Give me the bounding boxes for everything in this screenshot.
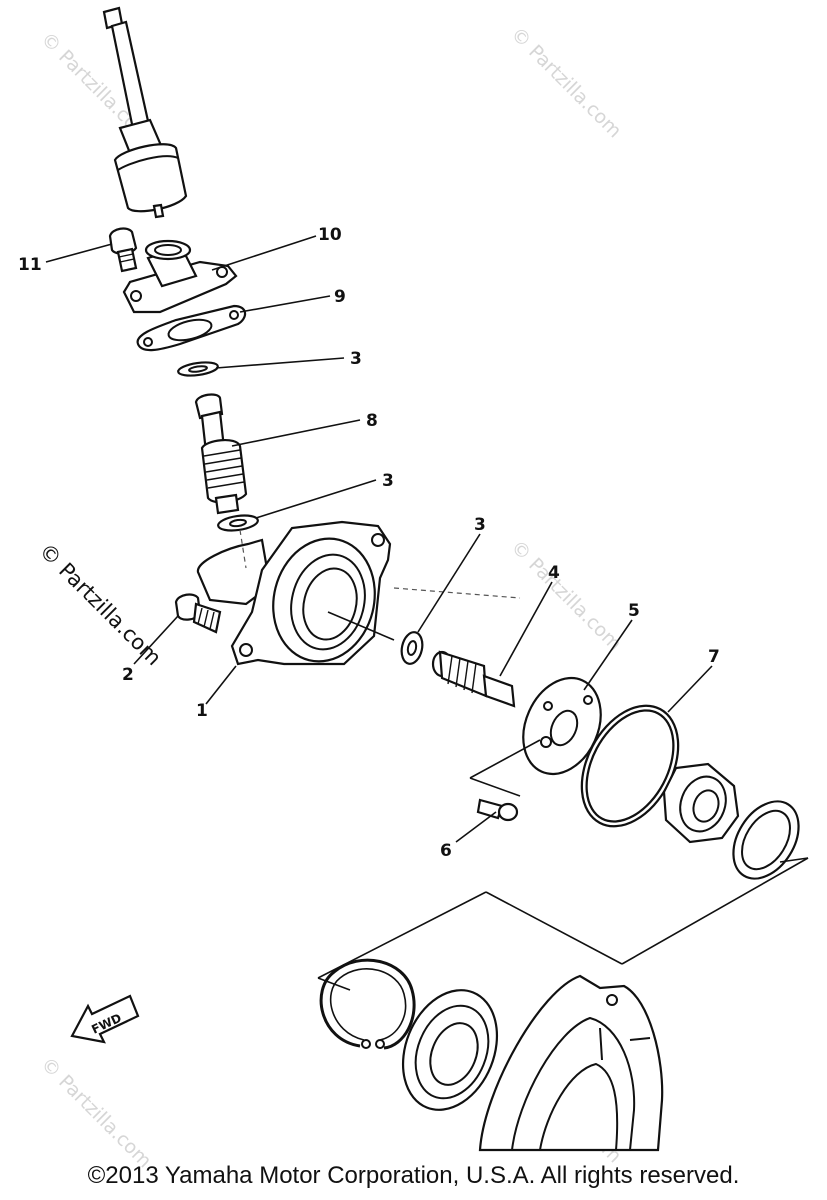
assembly-lines xyxy=(317,587,809,991)
leader-lines xyxy=(45,235,713,843)
callout-1: 1 xyxy=(196,701,208,721)
part-9-gasket xyxy=(136,304,247,352)
callout-2: 2 xyxy=(122,665,134,685)
callout-8: 8 xyxy=(366,411,378,431)
part-8-driven-gear xyxy=(194,393,248,515)
callout-3-middle: 3 xyxy=(382,471,394,491)
part-10-housing xyxy=(122,239,238,314)
fwd-arrow: FWD xyxy=(70,994,140,1044)
part-7-o-ring xyxy=(580,704,680,828)
callouts: 11 10 9 3 8 3 3 4 5 7 6 2 1 xyxy=(18,225,720,861)
watermark-bottom-left: © Partzilla.com xyxy=(36,1053,155,1172)
part-3-washer-right xyxy=(400,631,424,665)
part-2-bolt xyxy=(174,593,222,634)
callout-3-right: 3 xyxy=(474,515,486,535)
bearing xyxy=(401,989,499,1111)
wheel-hub xyxy=(478,974,664,1152)
nut xyxy=(662,762,740,844)
part-5-retainer-plate xyxy=(522,676,602,776)
part-6-screw xyxy=(476,798,519,822)
part-1-gear-housing xyxy=(196,520,392,666)
callout-7: 7 xyxy=(708,647,720,667)
part-4-drive-gear xyxy=(431,650,516,708)
callout-3-upper: 3 xyxy=(350,349,362,369)
part-11-bolt xyxy=(108,227,138,273)
speedometer-cable xyxy=(102,6,188,219)
part-3-washer-upper xyxy=(177,361,219,377)
callout-9: 9 xyxy=(334,287,346,307)
watermark-mid-right: © Partzilla.com xyxy=(506,536,625,655)
callout-5: 5 xyxy=(628,601,640,621)
callout-11: 11 xyxy=(18,255,42,275)
callout-10: 10 xyxy=(318,225,342,245)
watermark-top-right: © Partzilla.com xyxy=(506,23,625,142)
part-3-washer-middle xyxy=(217,514,259,532)
snap-ring xyxy=(319,958,416,1050)
washer-right xyxy=(732,800,800,880)
callout-6: 6 xyxy=(440,841,452,861)
callout-4: 4 xyxy=(548,563,560,583)
copyright-notice: ©2013 Yamaha Motor Corporation, U.S.A. A… xyxy=(87,1162,740,1189)
